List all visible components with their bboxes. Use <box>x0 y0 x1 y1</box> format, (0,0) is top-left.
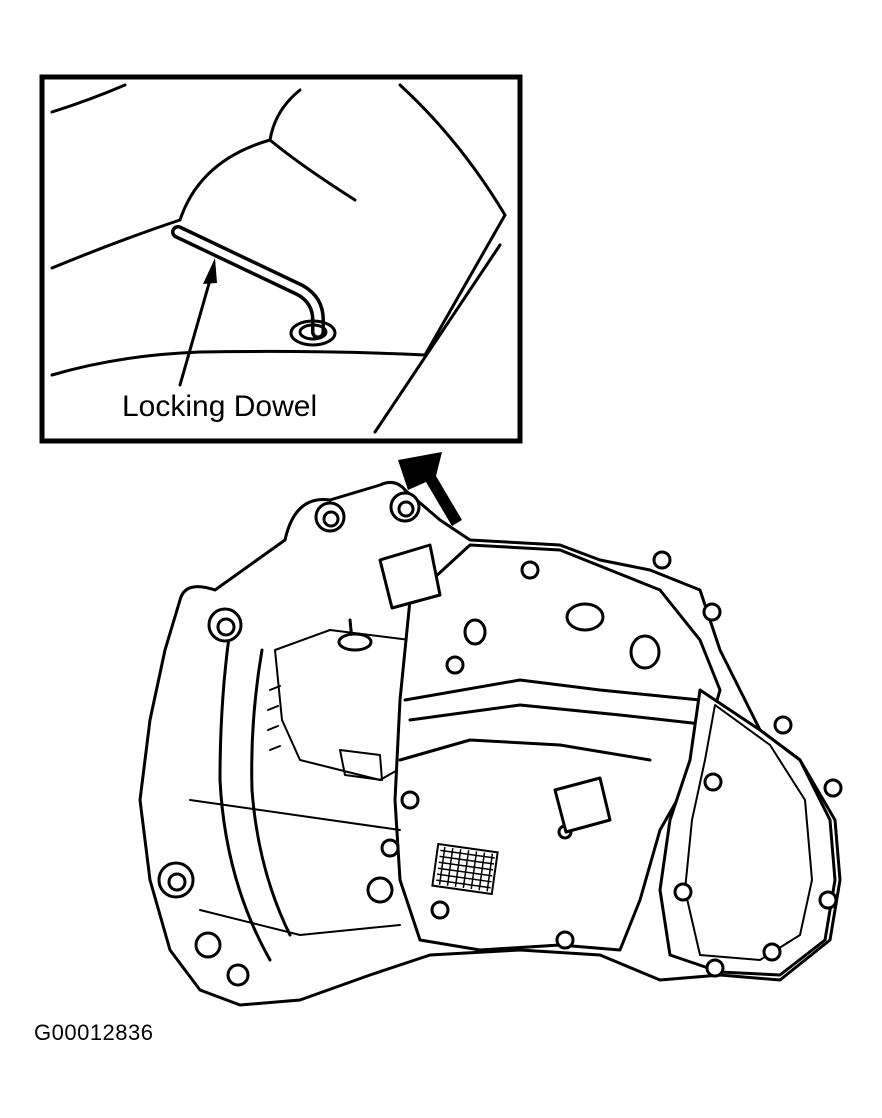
mount-hole-left-lower-inner <box>167 872 187 892</box>
inset-housing-edge <box>398 83 507 217</box>
locking-dowel-seat-inner <box>298 323 328 341</box>
bell-housing-rim <box>218 628 272 962</box>
vent-grille-lines <box>436 846 495 892</box>
boss-center <box>463 618 487 646</box>
case-rib-mid <box>398 738 652 762</box>
mount-hole-bottom-2 <box>226 963 250 987</box>
mount-hole-left-lower <box>157 861 195 899</box>
transaxle-assembly <box>138 480 843 1007</box>
bolt <box>652 550 672 570</box>
lower-housing-lines <box>189 749 401 936</box>
shift-boss <box>553 776 612 834</box>
end-cover-rim <box>684 704 813 961</box>
bolt <box>430 900 450 920</box>
bolt <box>818 890 838 910</box>
callout-leader-line <box>178 278 212 387</box>
bolt <box>400 790 420 810</box>
boss-right <box>629 634 661 670</box>
bolt <box>703 772 723 792</box>
dowel-seat-on-case <box>337 632 373 652</box>
bolt <box>762 942 782 962</box>
inset-housing-contour-upper <box>50 138 272 270</box>
bolt <box>445 655 465 675</box>
inset-housing-boss <box>268 88 357 202</box>
bolt <box>673 882 693 902</box>
boss-top <box>565 602 605 632</box>
mount-hole-left-upper-inner <box>216 617 236 637</box>
bolt <box>555 930 575 950</box>
callout-arrowhead <box>203 258 217 284</box>
inset-frame <box>39 74 523 444</box>
mount-hole-bottom-1 <box>194 931 222 959</box>
inset-pointer-arrow <box>398 452 462 526</box>
case-rib-top <box>403 678 712 727</box>
mount-hole-top-left-inner <box>322 510 340 528</box>
mount-hole-bottom-3 <box>366 876 394 904</box>
locking-dowel-label: Locking Dowel <box>122 390 318 423</box>
upper-box <box>378 543 442 610</box>
case-bolts <box>380 550 843 978</box>
bolt <box>773 715 793 735</box>
locking-dowel-seat-outer <box>289 319 337 347</box>
mount-hole-top-right-inner <box>397 500 415 518</box>
figure-id-label: G00012836 <box>34 1020 154 1045</box>
vent-grille <box>431 842 499 896</box>
bolt <box>702 602 722 622</box>
inset-housing-contour-lower <box>50 349 427 377</box>
inset-housing-contour-top <box>50 83 127 114</box>
inset-housing-diagonal <box>373 213 507 434</box>
bell-housing-rim-inner <box>250 648 292 937</box>
bolt <box>823 778 843 798</box>
detail-inset <box>39 74 523 444</box>
bolt <box>380 838 400 858</box>
bolt <box>705 958 725 978</box>
bolt <box>520 560 540 580</box>
clutch-teeth <box>267 685 281 751</box>
